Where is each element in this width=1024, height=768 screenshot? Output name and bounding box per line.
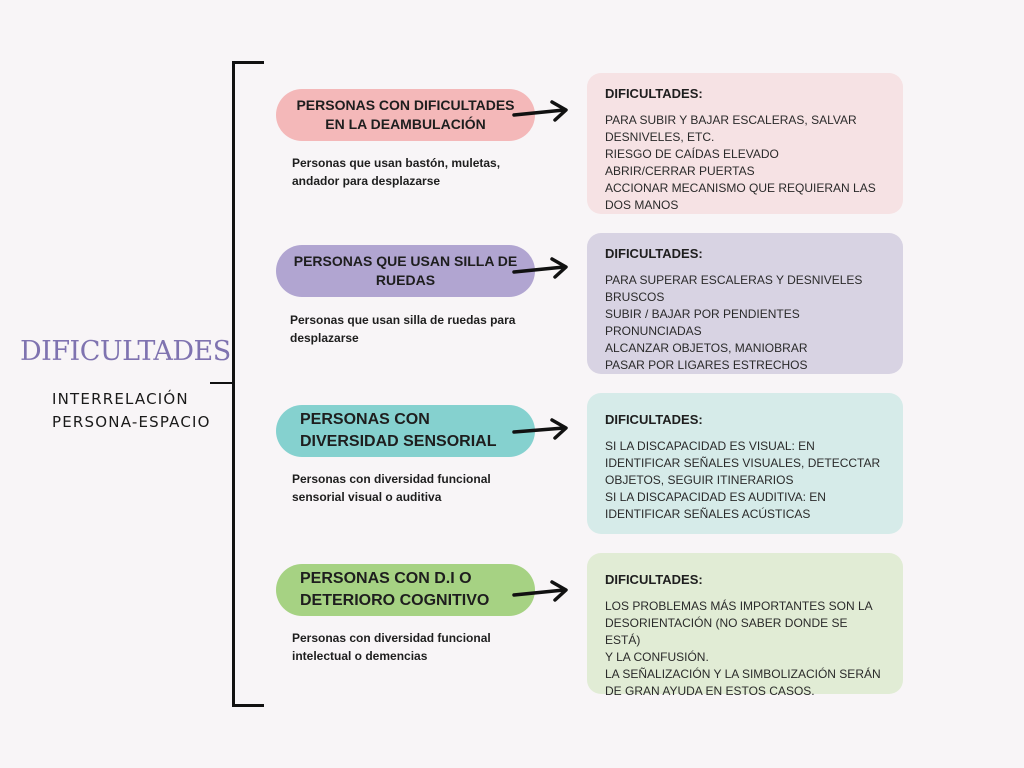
card-line: DE GRAN AYUDA EN ESTOS CASOS. [605, 684, 815, 698]
group-description: Personas que usan bastón, muletas, andado… [292, 154, 532, 190]
arrow-right-icon [512, 257, 568, 279]
difficulties-card: DIFICULTADES: PARA SUBIR Y BAJAR ESCALER… [587, 73, 903, 214]
card-line: ABRIR/CERRAR PUERTAS [605, 164, 755, 178]
group-pill-deambulacion: PERSONAS CON DIFICULTADES EN LA DEAMBULAC… [276, 89, 535, 141]
card-line: PRONUNCIADAS [605, 324, 702, 338]
card-line: OBJETOS, SEGUIR ITINERARIOS [605, 473, 794, 487]
difficulties-card: DIFICULTADES: PARA SUPERAR ESCALERAS Y D… [587, 233, 903, 374]
group-pill-sensorial: PERSONAS CON DIVERSIDAD SENSORIAL [276, 405, 535, 457]
bracket-bottom [232, 704, 264, 707]
card-line: RIESGO DE CAÍDAS ELEVADO [605, 147, 779, 161]
subtitle-line: PERSONA-ESPACIO [52, 413, 211, 431]
arrow-right-icon [512, 100, 568, 122]
group-description: Personas con diversidad funcional intelec… [292, 629, 532, 665]
pill-line: DETERIORO COGNITIVO [300, 592, 490, 609]
desc-line: andador para desplazarse [292, 174, 441, 188]
subtitle-line: INTERRELACIÓN [52, 390, 189, 408]
card-line: Y LA CONFUSIÓN. [605, 650, 709, 664]
pill-line: PERSONAS CON D.I O [300, 570, 472, 587]
card-line: DESNIVELES, ETC. [605, 130, 715, 144]
card-title: DIFICULTADES: [605, 86, 703, 101]
card-line: BRUSCOS [605, 290, 665, 304]
difficulties-card: DIFICULTADES: LOS PROBLEMAS MÁS IMPORTAN… [587, 553, 903, 698]
bracket-vertical [232, 61, 235, 707]
arrow-right-icon [512, 418, 568, 440]
pill-line: DIVERSIDAD SENSORIAL [300, 433, 497, 450]
pill-line: RUEDAS [375, 272, 436, 288]
card-line: SI LA DISCAPACIDAD ES VISUAL: EN [605, 439, 815, 453]
card-title: DIFICULTADES: [605, 246, 703, 261]
desc-line: Personas con diversidad funcional [292, 472, 491, 486]
pill-line: PERSONAS CON DIFICULTADES [296, 97, 515, 113]
arrow-right-icon [512, 580, 568, 602]
difficulties-card: DIFICULTADES: SI LA DISCAPACIDAD ES VISU… [587, 393, 903, 534]
group-pill-silla-ruedas: PERSONAS QUE USAN SILLA DE RUEDAS [276, 245, 535, 297]
card-line: DESORIENTACIÓN (NO SABER DONDE SE ESTÁ) [605, 616, 848, 647]
card-line: IDENTIFICAR SEÑALES ACÚSTICAS [605, 507, 811, 521]
group-pill-cognitivo: PERSONAS CON D.I O DETERIORO COGNITIVO [276, 564, 535, 616]
desc-line: Personas que usan silla de ruedas para [290, 313, 516, 327]
card-line: LOS PROBLEMAS MÁS IMPORTANTES SON LA [605, 599, 873, 613]
group-description: Personas que usan silla de ruedas para de… [290, 311, 530, 347]
card-line: IDENTIFICAR SEÑALES VISUALES, DETECCTAR [605, 456, 881, 470]
desc-line: desplazarse [290, 331, 359, 345]
pill-line: PERSONAS CON [300, 411, 430, 428]
card-line: PARA SUBIR Y BAJAR ESCALERAS, SALVAR [605, 113, 857, 127]
main-title: DIFICULTADES [20, 336, 231, 367]
group-description: Personas con diversidad funcional sensori… [292, 470, 532, 506]
card-title: DIFICULTADES: [605, 572, 703, 587]
pill-line: PERSONAS QUE USAN SILLA DE [293, 253, 518, 269]
desc-line: Personas con diversidad funcional [292, 631, 491, 645]
card-line: SI LA DISCAPACIDAD ES AUDITIVA: EN [605, 490, 826, 504]
card-line: ACCIONAR MECANISMO QUE REQUIERAN LAS [605, 181, 876, 195]
desc-line: sensorial visual o auditiva [292, 490, 442, 504]
desc-line: intelectual o demencias [292, 649, 428, 663]
card-title: DIFICULTADES: [605, 412, 703, 427]
card-line: PARA SUPERAR ESCALERAS Y DESNIVELES [605, 273, 863, 287]
card-line: PASAR POR LIGARES ESTRECHOS [605, 358, 808, 372]
bracket-connector [210, 382, 234, 384]
card-line: LA SEÑALIZACIÓN Y LA SIMBOLIZACIÓN SERÁN [605, 667, 881, 681]
subtitle: INTERRELACIÓN PERSONA-ESPACIO [52, 388, 232, 434]
bracket-top [232, 61, 264, 64]
card-line: ALCANZAR OBJETOS, MANIOBRAR [605, 341, 808, 355]
pill-line: EN LA DEAMBULACIÓN [325, 116, 486, 132]
card-line: DOS MANOS [605, 198, 679, 212]
card-line: SUBIR / BAJAR POR PENDIENTES [605, 307, 800, 321]
desc-line: Personas que usan bastón, muletas, [292, 156, 501, 170]
